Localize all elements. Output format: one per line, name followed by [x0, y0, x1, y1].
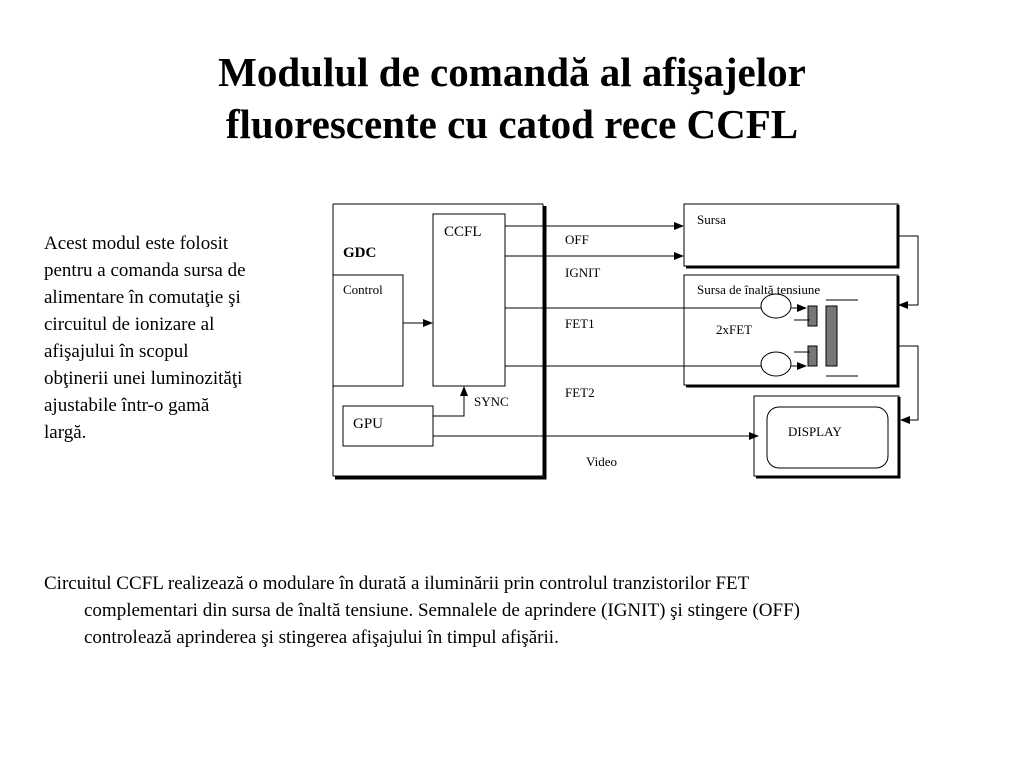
display-block — [753, 395, 901, 479]
sursa-to-ht-arrow — [898, 235, 919, 309]
sursa-ht-label: Sursa de înaltă tensiune — [697, 282, 820, 297]
ht-to-display-arrow — [898, 345, 919, 424]
ccfl-block — [432, 213, 506, 387]
title-line-2: fluorescente cu catod rece CCFL — [225, 101, 799, 147]
bottom-line: Circuitul CCFL realizează o modulare în … — [44, 573, 750, 594]
intro-line: Acest modul este folosit — [44, 233, 229, 254]
fet-count-label: 2xFET — [716, 322, 752, 337]
video-label: Video — [586, 454, 617, 469]
display-label: DISPLAY — [788, 424, 842, 439]
title-line-1: Modulul de comandă al afişajelor — [218, 49, 806, 95]
sync-arrow — [433, 386, 468, 417]
control-block — [332, 274, 404, 387]
fet-circuit — [760, 293, 858, 377]
bottom-line: complementari din sursa de înaltă tensiu… — [84, 600, 800, 621]
bottom-line: controlează aprinderea şi stingerea afiş… — [84, 627, 559, 648]
slide-title: Modulul de comandă al afişajelor fluores… — [0, 46, 1024, 150]
intro-paragraph: Acest modul este folosit pentru a comand… — [44, 230, 294, 446]
sursa-ht-block — [683, 274, 900, 388]
fet2-label: FET2 — [565, 385, 595, 400]
sursa-block — [683, 203, 900, 269]
bottom-paragraph: Circuitul CCFL realizează o modulare în … — [44, 570, 984, 651]
intro-line: pentru a comanda sursa de — [44, 260, 246, 281]
intro-line: ajustabile într-o gamă — [44, 395, 210, 416]
control-label: Control — [343, 282, 383, 297]
ccfl-label: CCFL — [444, 224, 482, 240]
sursa-label: Sursa — [697, 212, 726, 227]
intro-line: afişajului în scopul — [44, 341, 189, 362]
intro-line: obţinerii unei luminozităţi — [44, 368, 243, 389]
gpu-label: GPU — [353, 416, 383, 432]
intro-line: circuitul de ionizare al — [44, 314, 215, 335]
ignit-label: IGNIT — [565, 265, 600, 280]
gpu-block — [342, 405, 434, 447]
sync-label: SYNC — [474, 394, 509, 409]
intro-line: alimentare în comutaţie şi — [44, 287, 241, 308]
intro-line: largă. — [44, 422, 87, 443]
gdc-label: GDC — [343, 245, 376, 261]
fet1-label: FET1 — [565, 316, 595, 331]
off-label: OFF — [565, 232, 589, 247]
